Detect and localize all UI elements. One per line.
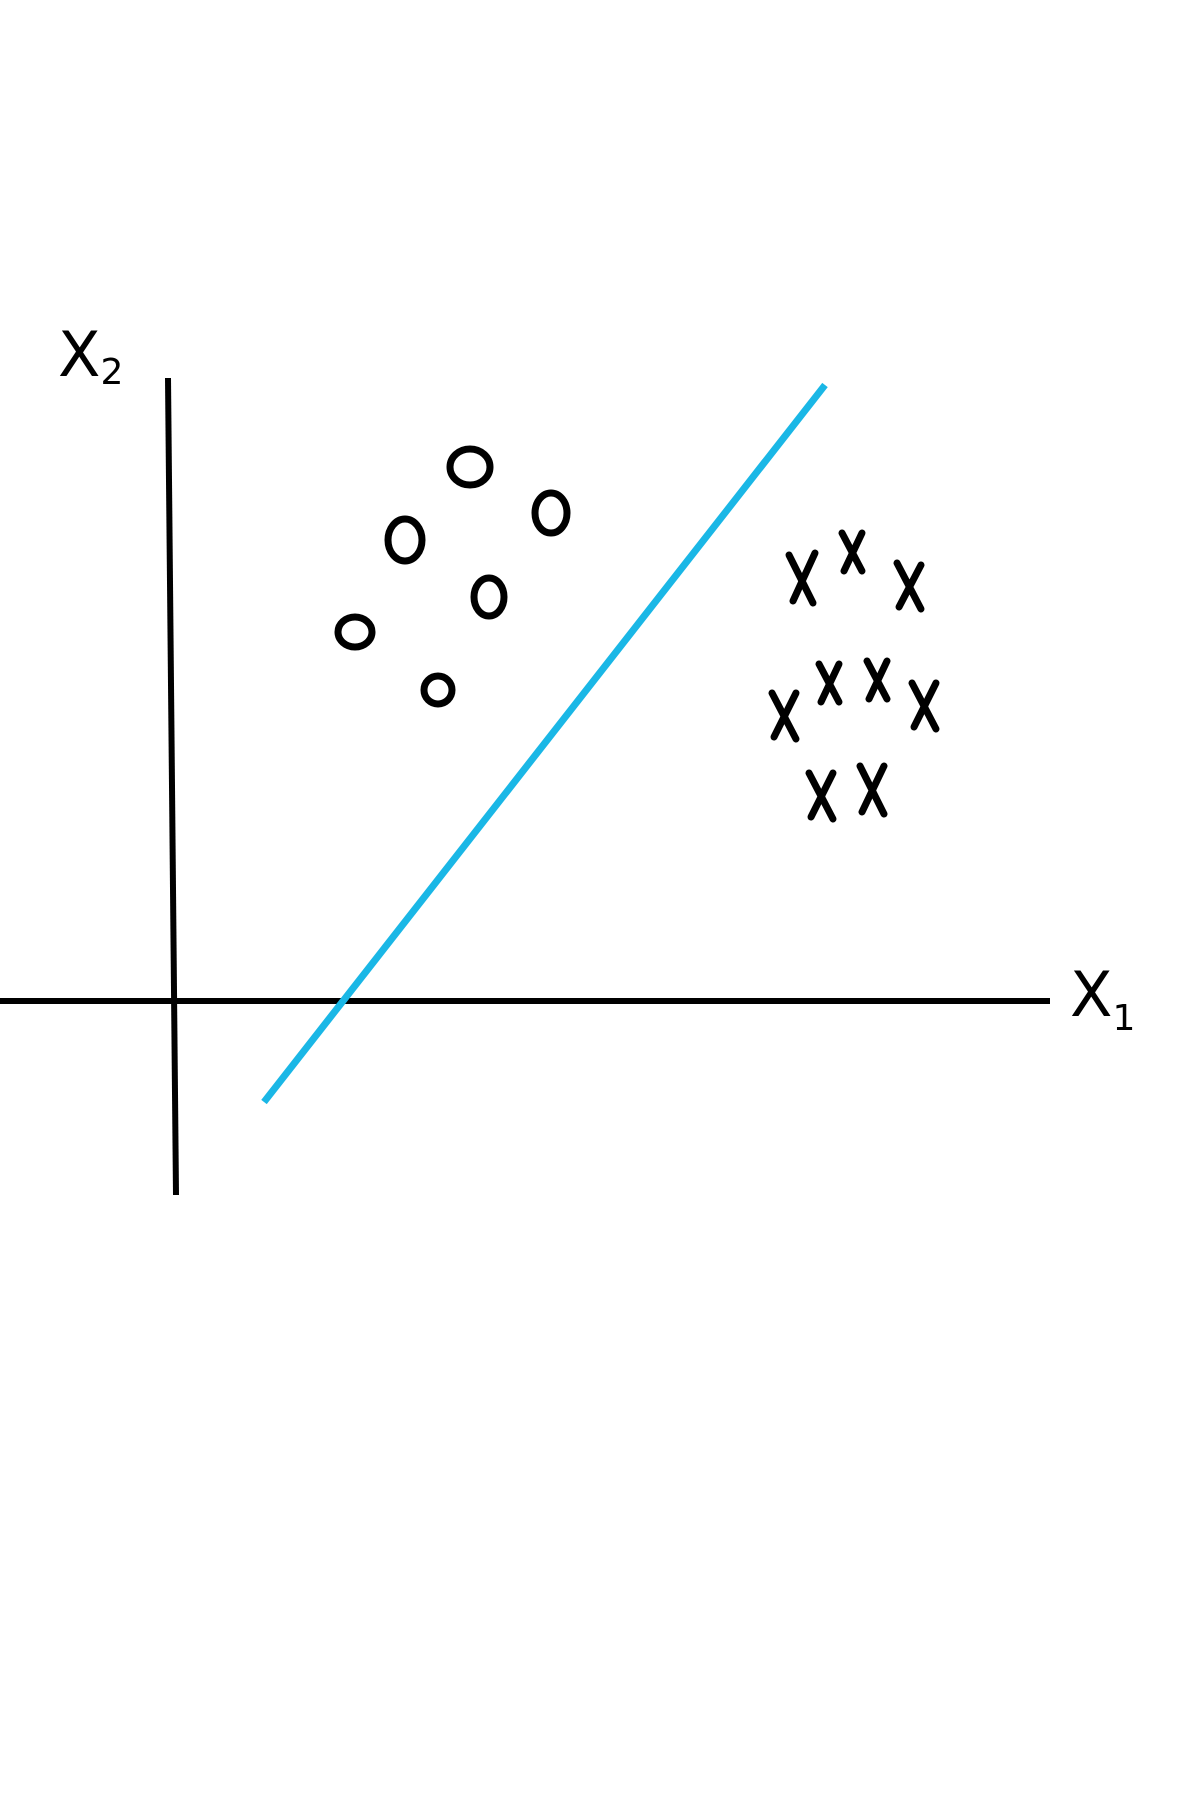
x-axis-label-subscript: 1	[1112, 998, 1135, 1039]
x-marker	[805, 769, 837, 823]
x-marker	[815, 660, 843, 706]
o-marker	[384, 515, 426, 565]
o-marker	[531, 489, 571, 537]
x-marker	[768, 689, 800, 743]
y-axis-label: X2	[58, 318, 123, 393]
x-axis-label: X1	[1070, 958, 1135, 1039]
o-marker	[420, 672, 456, 708]
y-axis-label-subscript: 2	[100, 352, 123, 393]
class-x-cluster	[768, 529, 940, 823]
x-marker	[908, 679, 940, 733]
class-o-cluster	[334, 445, 571, 708]
x-marker	[856, 762, 888, 818]
x-marker	[893, 559, 925, 613]
y-axis-label-letter: X	[58, 318, 100, 391]
vertical-axis	[165, 377, 179, 1196]
o-marker	[470, 574, 508, 620]
x-marker	[863, 657, 891, 703]
o-marker	[334, 613, 376, 651]
x-marker	[838, 529, 866, 575]
decision-boundary-line	[261, 382, 828, 1105]
x-axis-label-letter: X	[1070, 958, 1112, 1031]
o-marker	[446, 445, 494, 489]
x-marker	[785, 549, 819, 607]
